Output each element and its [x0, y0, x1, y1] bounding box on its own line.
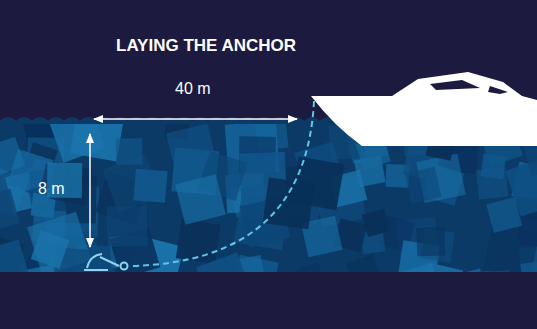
water-tile [0, 137, 25, 176]
anchor-symbol [84, 254, 128, 270]
diagram-title-holder: LAYING THE ANCHOR [116, 36, 296, 56]
dimension-label-holder: 40 m [175, 80, 211, 98]
water-tile [405, 167, 442, 204]
boat-window [488, 86, 508, 94]
dimension-label: 40 m [175, 80, 211, 98]
seabed [0, 272, 537, 329]
water-tile [362, 208, 391, 237]
water-tile [107, 206, 148, 247]
dimension-label-holder: 8 m [38, 180, 65, 198]
water-tile [416, 227, 445, 256]
anchor-chain [130, 101, 314, 266]
water-tile [133, 169, 167, 203]
boat-window [430, 80, 480, 90]
water-tile [0, 189, 20, 233]
water-tile [476, 167, 508, 199]
water-tile [49, 121, 106, 163]
boat [311, 72, 537, 146]
water-tile [346, 254, 383, 273]
waves [0, 117, 346, 124]
water-tile [520, 260, 537, 273]
water-tile [296, 262, 324, 273]
water-tile [263, 177, 315, 229]
water-tile [175, 174, 226, 225]
water-tile [486, 197, 522, 233]
wave-crest [0, 117, 346, 124]
water-tile [398, 263, 442, 273]
water-tile [116, 138, 143, 165]
water-tile [0, 239, 29, 273]
water-tile [31, 230, 69, 268]
diagram-title: LAYING THE ANCHOR [116, 36, 296, 56]
dimension-arrow [94, 118, 297, 120]
dimension-label: 8 m [38, 180, 65, 198]
dimension-arrow [89, 134, 91, 247]
